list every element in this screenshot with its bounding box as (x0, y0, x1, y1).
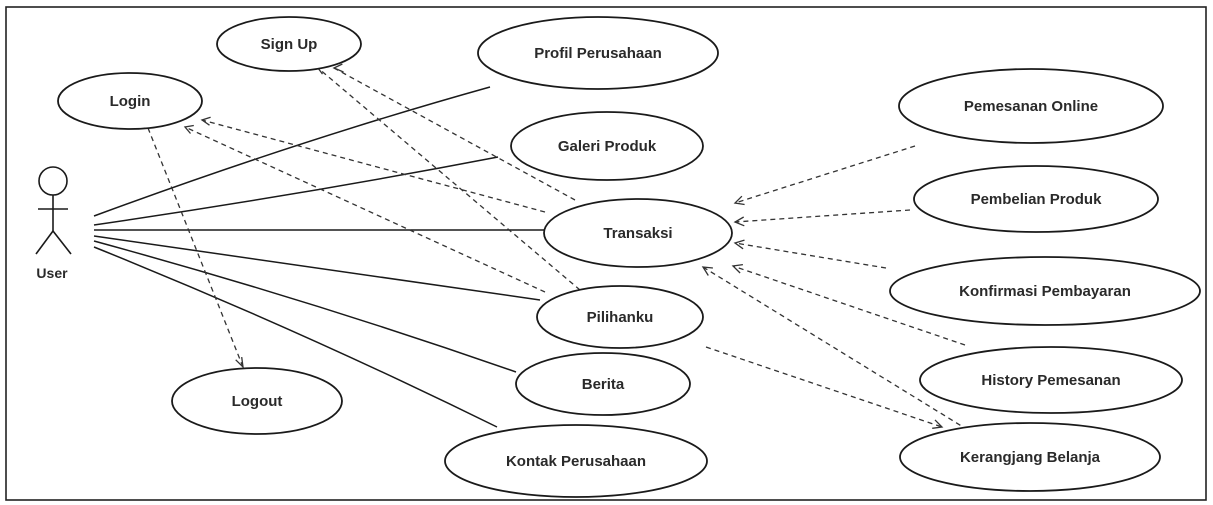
use-case-label: Pilihanku (587, 309, 654, 326)
use-case-label: Kerangjang Belanja (960, 449, 1101, 466)
use-case-logout: Logout (171, 367, 343, 435)
use-case-pilihanku: Pilihanku (536, 285, 704, 349)
arrowhead-transaksi-2 (733, 216, 745, 227)
use-case-ellipse (510, 111, 704, 181)
use-case-ellipse (919, 346, 1183, 414)
actor-user: User (35, 166, 72, 281)
use-case-ellipse (477, 16, 719, 90)
use-case-pemesanan-online: Pemesanan Online (898, 68, 1164, 144)
associations (93, 86, 547, 428)
dep-login-logout (147, 127, 244, 368)
use-case-label: History Pemesanan (981, 372, 1120, 389)
assoc-kontak-perusahaan (93, 246, 498, 428)
use-case-label: Kontak Perusahaan (506, 453, 646, 470)
actor-right-leg (52, 230, 72, 255)
use-case-label: Galeri Produk (558, 138, 657, 155)
use-case-kontak-perusahaan: Kontak Perusahaan (444, 424, 708, 498)
arrowhead-login-1 (200, 116, 211, 126)
arrowhead-signup-1 (332, 63, 344, 73)
dep-pemesanan-transaksi (734, 145, 916, 204)
use-case-history-pemesanan: History Pemesanan (919, 346, 1183, 414)
use-case-ellipse (889, 256, 1201, 326)
arrowhead-transaksi-5 (701, 266, 713, 276)
dep-transaksi-signup (333, 67, 576, 201)
use-case-label: Pemesanan Online (964, 98, 1098, 115)
use-case-ellipse (57, 72, 203, 130)
arrowhead-transaksi-3 (733, 239, 745, 250)
use-case-ellipse (515, 352, 691, 416)
arrowhead-kerangjang (932, 419, 944, 429)
arrowhead-transaksi-1 (733, 195, 745, 206)
dep-pilihanku-kerangjang (705, 346, 943, 428)
use-case-label: Konfirmasi Pembayaran (959, 283, 1131, 300)
use-case-ellipse (536, 285, 704, 349)
use-case-profil-perusahaan: Profil Perusahaan (477, 16, 719, 90)
actor-left-leg (35, 230, 54, 255)
use-case-kerangjang-belanja: Kerangjang Belanja (899, 422, 1161, 492)
use-case-sign-up: Sign Up (216, 16, 362, 72)
assoc-berita (93, 240, 517, 373)
use-case-label: Sign Up (261, 36, 318, 53)
assoc-profil-perusahaan (93, 86, 491, 217)
dep-kerangjang-transaksi (702, 266, 969, 431)
actor-label: User (36, 265, 68, 281)
use-case-galeri-produk: Galeri Produk (510, 111, 704, 181)
use-case-berita: Berita (515, 352, 691, 416)
dep-pilihanku-login (184, 126, 546, 293)
dep-konfirmasi-transaksi (734, 242, 887, 269)
assoc-pilihanku (93, 235, 541, 301)
use-case-label: Logout (232, 393, 283, 410)
use-case-label: Transaksi (603, 225, 672, 242)
arrowhead-login-2 (183, 124, 194, 134)
use-case-label: Profil Perusahaan (534, 45, 662, 62)
use-case-konfirmasi-pembayaran: Konfirmasi Pembayaran (889, 256, 1201, 326)
use-case-label: Pembelian Produk (971, 191, 1103, 208)
use-case-label: Berita (582, 376, 625, 393)
use-case-ellipse (171, 367, 343, 435)
use-case-login: Login (57, 72, 203, 130)
use-case-ellipse (913, 165, 1159, 233)
use-case-pembelian-produk: Pembelian Produk (913, 165, 1159, 233)
arrowhead-logout (235, 357, 244, 369)
use-case-ellipse (899, 422, 1161, 492)
arrowhead-transaksi-4 (731, 263, 743, 274)
assoc-galeri-produk (93, 156, 499, 226)
dependencies (147, 63, 969, 431)
use-case-transaksi: Transaksi (543, 198, 733, 268)
use-case-ellipse (543, 198, 733, 268)
use-case-ellipse (898, 68, 1164, 144)
dep-history-transaksi (732, 265, 966, 346)
dep-pembelian-transaksi (734, 209, 911, 223)
use-case-label: Login (110, 93, 151, 110)
use-case-ellipse (216, 16, 362, 72)
dep-pilihanku-signup (317, 67, 581, 291)
use-case-ellipse (444, 424, 708, 498)
